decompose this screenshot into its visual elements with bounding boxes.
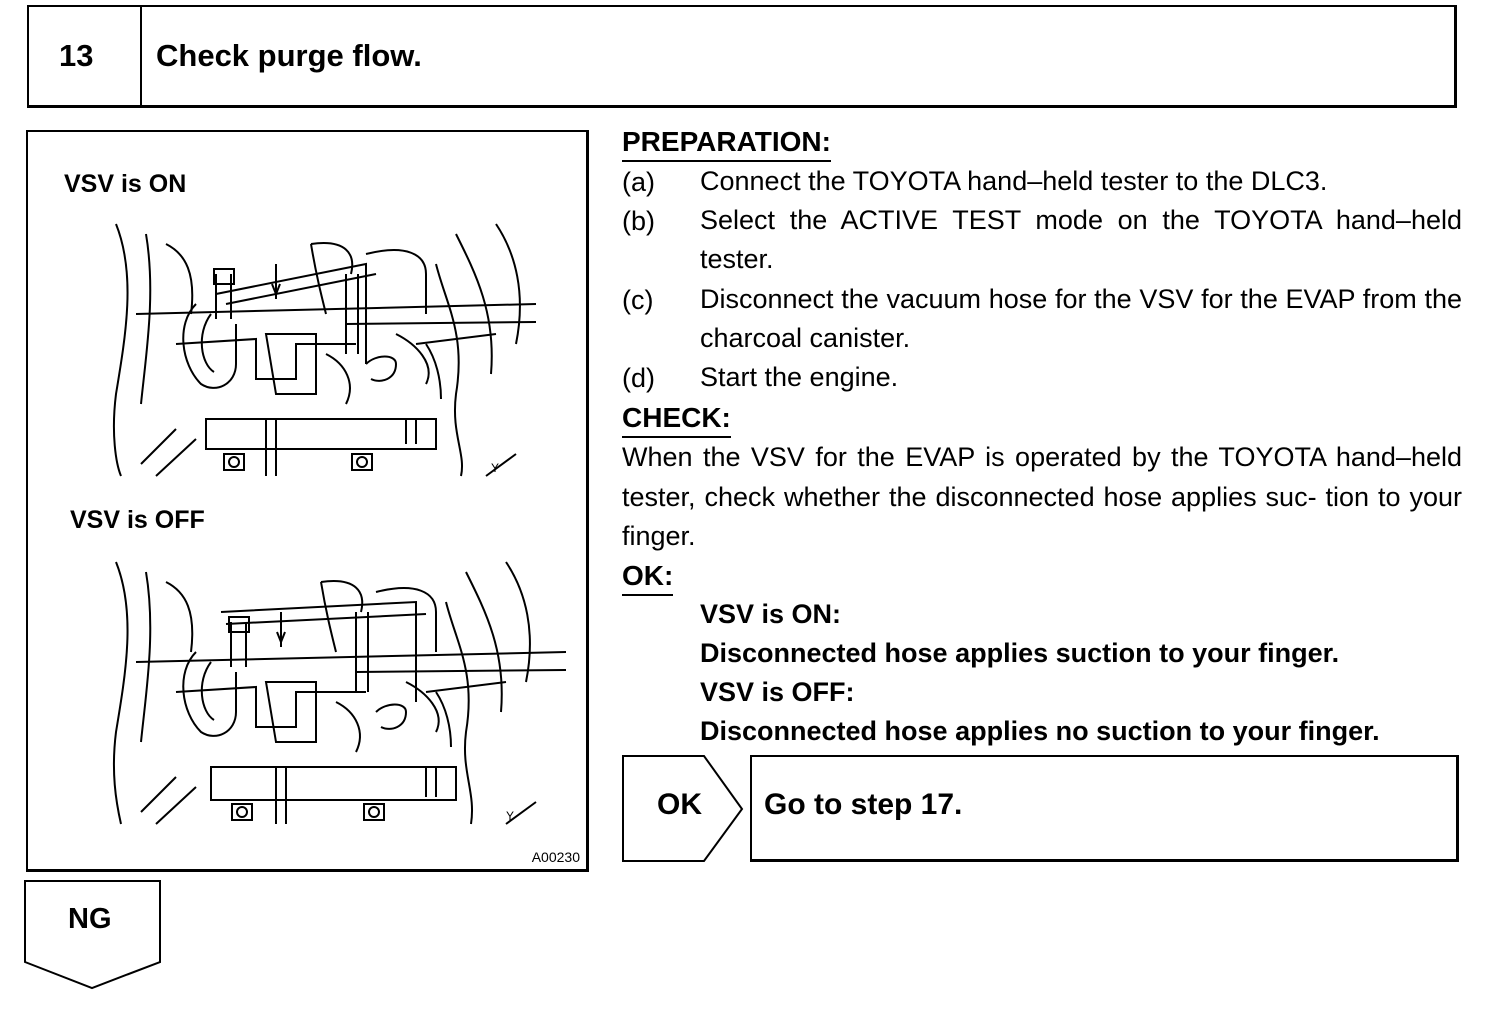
figure-label-vsv-on: VSV is ON (64, 170, 187, 198)
prep-item-a-text: Connect the TOYOTA hand–held tester to t… (700, 166, 1328, 196)
ok-vsv-on-result: Disconnected hose applies suction to you… (700, 638, 1340, 668)
step-title: Check purge flow. (156, 38, 422, 73)
goto-step-text: Go to step 17. (764, 788, 963, 821)
prep-item-a-letter: (a) (622, 167, 655, 197)
illustration-panel: VSV is ON Y VSV (26, 130, 589, 872)
marker-y-top: Y (491, 461, 499, 475)
check-heading: CHECK: (622, 402, 731, 438)
engine-diagram-vsv-on: Y (112, 223, 536, 477)
marker-y-bottom: Y (506, 809, 514, 823)
engine-diagram-vsv-off: Y (112, 561, 566, 825)
prep-item-d-letter: (d) (622, 363, 655, 393)
figure-label-vsv-off: VSV is OFF (70, 506, 205, 534)
prep-item-c-text: Disconnect the vacuum hose for the VSV f… (700, 284, 1462, 353)
ok-vsv-on-label: VSV is ON: (700, 599, 842, 629)
step-header: 13 Check purge flow. (27, 5, 1457, 108)
ok-vsv-off-result: Disconnected hose applies no suction to … (700, 716, 1380, 746)
figure-code: A00230 (531, 849, 580, 865)
step-number: 13 (29, 7, 142, 105)
check-text: When the VSV for the EVAP is operated by… (622, 442, 1462, 551)
ok-label: OK (657, 788, 702, 821)
ok-arrow-box (622, 755, 744, 862)
prep-item-b-text: Select the ACTIVE TEST mode on the TOYOT… (700, 205, 1462, 274)
prep-item-b-letter: (b) (622, 206, 655, 236)
prep-item-d-text: Start the engine. (700, 362, 899, 392)
ng-arrow-box (24, 880, 161, 990)
ok-heading: OK: (622, 560, 674, 596)
ok-vsv-off-label: VSV is OFF: (700, 677, 855, 707)
prep-item-c-letter: (c) (622, 285, 654, 315)
goto-box (750, 755, 1459, 862)
ng-label: NG (68, 903, 112, 935)
preparation-heading: PREPARATION: (622, 126, 831, 162)
